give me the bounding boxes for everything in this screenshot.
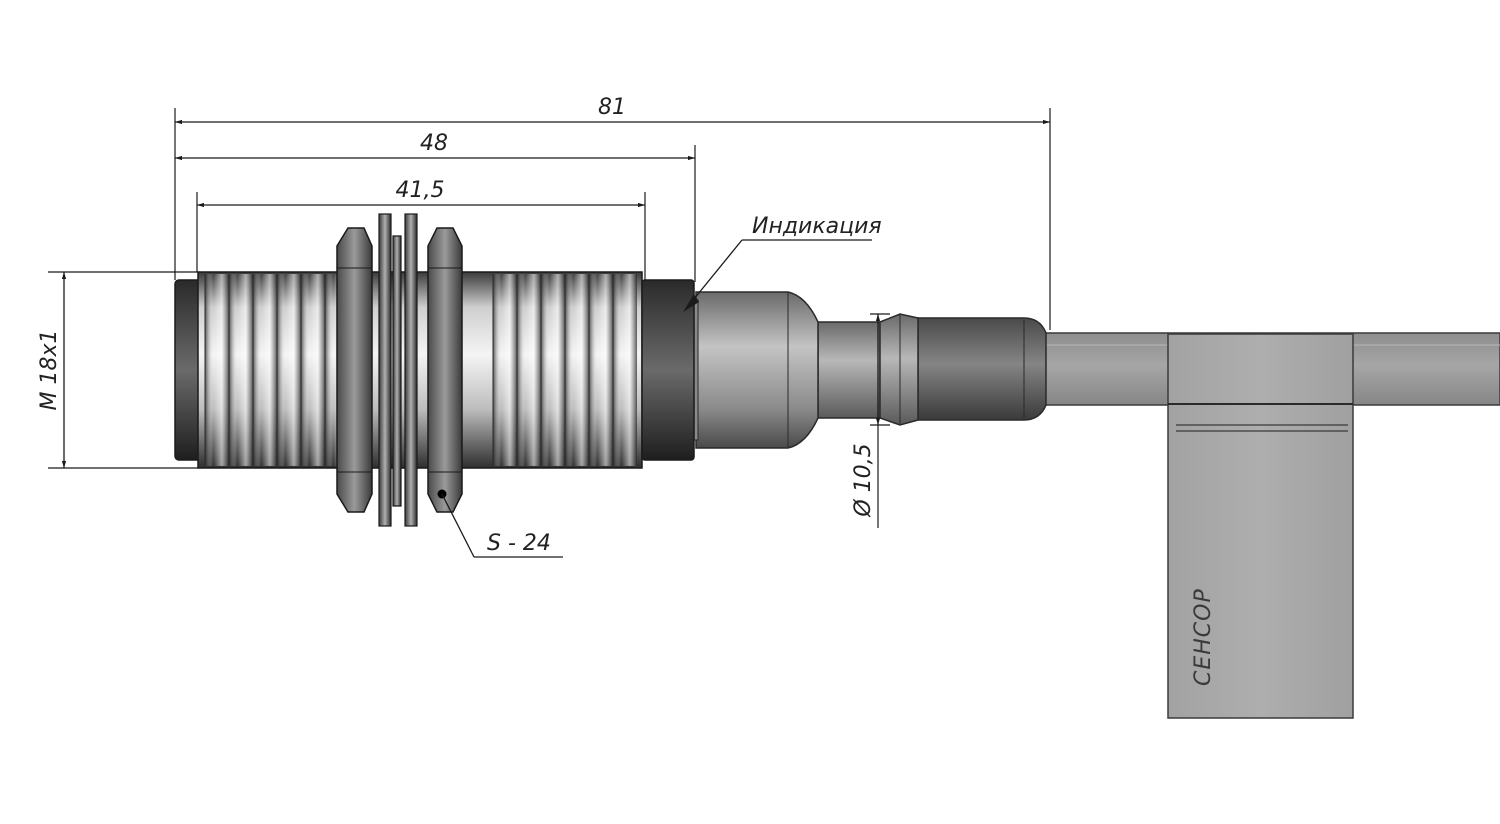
dimension-label-41-5: 41,5 — [396, 178, 445, 203]
callout-indication-label: Индикация — [752, 214, 882, 239]
thread-rib — [589, 274, 613, 466]
thread-rib — [229, 274, 253, 466]
dimension-cable-diameter: Ø 10,5 — [851, 313, 890, 528]
callout-indication: Индикация — [683, 214, 882, 312]
thread-rib — [277, 274, 301, 466]
dimension-label-81: 81 — [598, 95, 626, 120]
callout-nut-size: S - 24 — [441, 493, 563, 558]
rear-housing — [681, 291, 819, 449]
threaded-body — [174, 271, 695, 469]
thread-rib — [541, 274, 565, 466]
dimension-thread-spec: M 18x1 — [37, 271, 198, 469]
dimension-thread-length: 41,5 — [196, 178, 646, 280]
dimension-label-48: 48 — [420, 131, 448, 156]
dimension-label-diameter: Ø 10,5 — [851, 443, 876, 517]
thread-rib — [493, 274, 517, 466]
thread-rib — [565, 274, 589, 466]
nut-assembly — [336, 213, 463, 527]
thread-rib — [517, 274, 541, 466]
thread-rib — [301, 274, 325, 466]
thread-rib — [613, 274, 637, 466]
callout-nut-size-label: S - 24 — [487, 531, 551, 556]
dimension-overall-length: 81 — [174, 95, 1051, 330]
cable-boot — [917, 317, 1047, 421]
dimension-body-length: 48 — [175, 131, 696, 282]
dimension-label-m18x1: M 18x1 — [37, 330, 62, 411]
tag-label: СЕНСОР — [1191, 588, 1216, 686]
marking-tag: СЕНСОР — [1167, 333, 1354, 719]
thread-rib — [205, 274, 229, 466]
neck — [817, 313, 919, 426]
thread-rib — [253, 274, 277, 466]
